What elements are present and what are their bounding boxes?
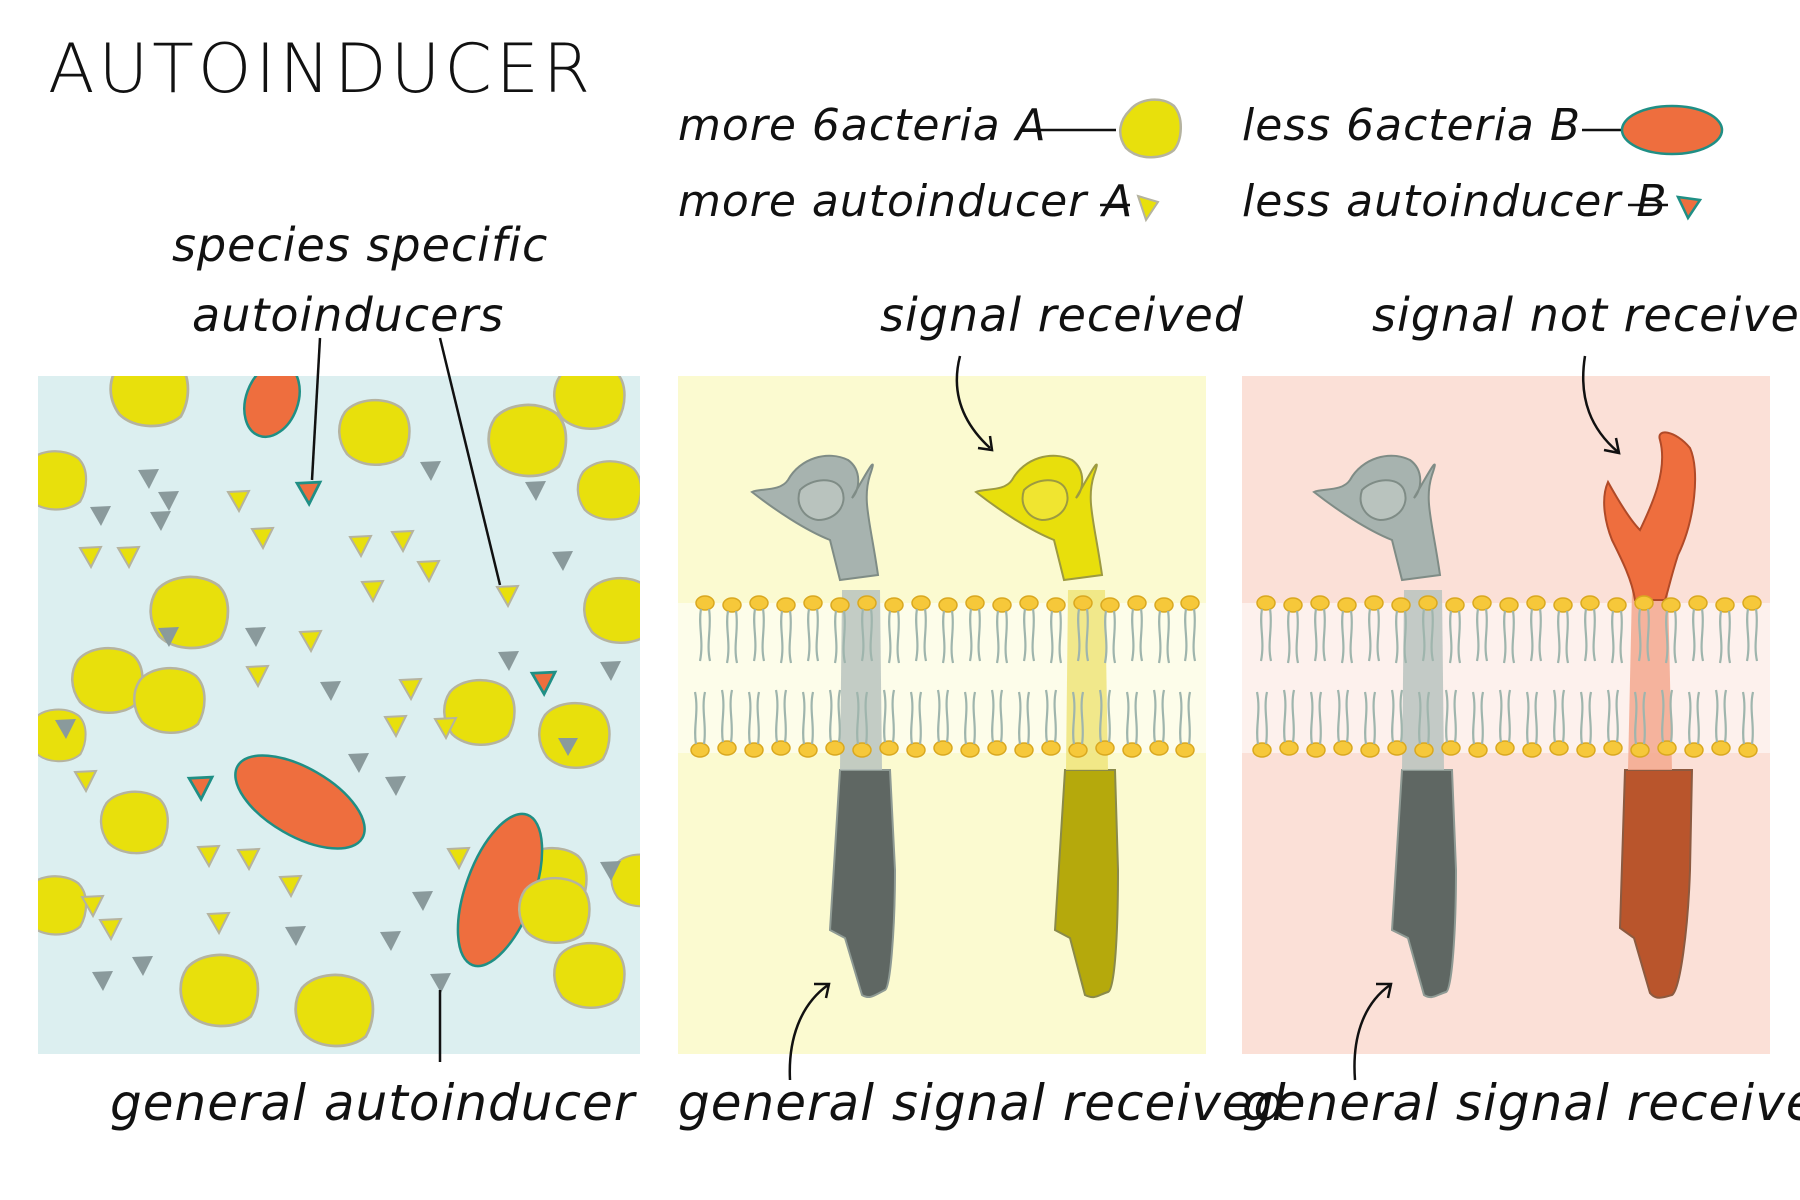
general-autoinducer-label: general autoinducer — [110, 1074, 636, 1132]
signal-not-received-label: signal not received — [1372, 288, 1800, 342]
species-specific-label-line1: species specific — [172, 218, 549, 272]
legend-icons — [1030, 98, 1724, 223]
panel2-arrows — [788, 355, 994, 1081]
legend-autoinducer-a-icon — [1136, 194, 1160, 223]
page-title: AUTOINDUCER — [48, 30, 595, 109]
panel-signal-received — [678, 355, 1206, 1081]
panel-signal-not-received — [1242, 355, 1770, 1081]
species-specific-label-line2: autoinducers — [192, 288, 505, 342]
receptor-general-2 — [1312, 454, 1458, 999]
panel-environment — [38, 337, 640, 1062]
panel3-arrows — [1353, 355, 1621, 1081]
legend-bacteria-b-label: less 6acteria B — [1242, 100, 1582, 151]
general-signal-received-label-1: general signal received — [678, 1074, 1287, 1132]
bacteria-b-group — [234, 376, 544, 968]
panel1-pointers — [310, 337, 502, 1062]
legend-autoinducer-b-icon — [1675, 195, 1703, 221]
legend-autoinducer-b-label: less autoinducer B — [1242, 176, 1668, 227]
general-signal-received-label-2: general signal received — [1242, 1074, 1800, 1132]
legend-bacteria-a-icon — [1118, 98, 1182, 159]
receptor-general-1 — [750, 454, 897, 999]
legend-bacteria-b-icon — [1620, 104, 1724, 156]
signal-received-label: signal received — [880, 288, 1244, 342]
legend-bacteria-a-label: more 6acteria A — [678, 100, 1047, 151]
bacteria-scatter — [38, 376, 640, 1048]
legend-autoinducer-a-label: more autoinducer A — [678, 176, 1134, 227]
receptor-a — [974, 454, 1120, 999]
